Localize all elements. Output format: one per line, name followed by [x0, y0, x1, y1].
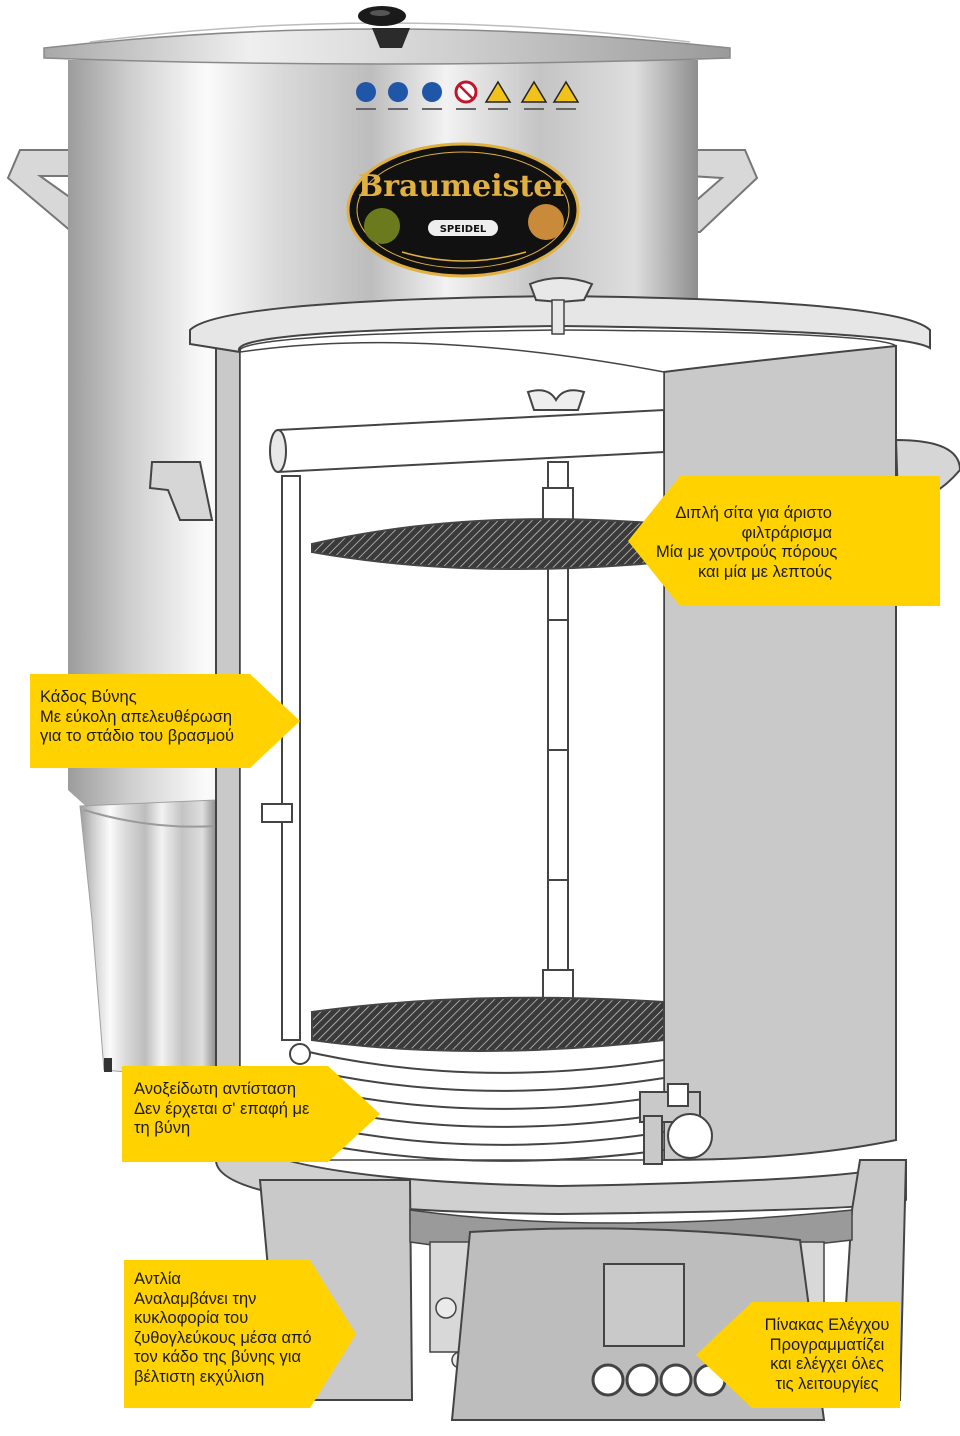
callout-arrow-pump	[124, 1260, 356, 1408]
callout-pump-line: ζυθογλεύκους μέσα από	[134, 1328, 312, 1347]
callout-panel-line: και ελέγχει όλες	[770, 1355, 884, 1373]
callout-heater-line: τη βύνη	[134, 1119, 191, 1137]
callout-kettle: Κάδος Βύνης Με εύκολη απελευθέρωση για τ…	[40, 688, 234, 747]
callout-pump-line: τον κάδο της βύνης για	[134, 1348, 301, 1366]
callout-kettle-line: Κάδος Βύνης	[40, 688, 137, 706]
callout-panel: Πίνακας Ελέγχου Προγραμματίζει και ελέγχ…	[738, 1316, 916, 1394]
callout-arrow-heater	[122, 1066, 380, 1162]
callout-panel-line: τις λειτουργίες	[775, 1374, 879, 1393]
warning-icon	[520, 80, 548, 103]
control-display	[603, 1263, 685, 1347]
callout-arrow-kettle	[30, 674, 300, 768]
callout-pump-line: κυκλοφορία του	[134, 1309, 249, 1327]
callout-shapes	[30, 476, 940, 1408]
control-button	[659, 1363, 693, 1397]
callout-pump-line: βέλτιστη εκχύλιση	[134, 1367, 265, 1386]
callout-heater: Ανοξείδωτη αντίσταση Δεν έρχεται σ' επαφ…	[134, 1080, 309, 1139]
control-button	[591, 1363, 625, 1397]
control-button	[625, 1363, 659, 1397]
logo-brand-text: Braumeister	[358, 169, 569, 204]
logo-sub-text: SPEIDEL	[440, 224, 487, 235]
callout-heater-line: Ανοξείδωτη αντίσταση	[134, 1080, 296, 1098]
callout-pump-line: Αντλία	[134, 1270, 181, 1288]
callout-panel-line: Πίνακας Ελέγχου	[764, 1316, 890, 1334]
goggles-icon	[422, 82, 442, 102]
warning-icon	[552, 80, 580, 103]
callout-sieve-line: και μία με λεπτούς	[697, 562, 832, 581]
warning-icon-row	[356, 80, 580, 110]
callout-arrow-panel	[696, 1302, 900, 1408]
callout-sieve-line: Διπλή σίτα για άριστο	[675, 504, 832, 522]
callout-arrow-sieve	[628, 476, 940, 606]
callout-kettle-line: Με εύκολη απελευθέρωση	[40, 707, 233, 726]
hot-surface-icon	[484, 80, 512, 103]
callout-pump: Αντλία Αναλαμβάνει την κυκλοφορία του ζυ…	[134, 1270, 312, 1387]
callout-panel-line: Προγραμματίζει	[769, 1335, 885, 1354]
callout-sieve-line: φιλτράρισμα	[741, 523, 832, 542]
callout-sieve-line: Μία με χοντρούς πόρους	[656, 543, 838, 561]
braumeister-logo: Braumeister SPEIDEL	[346, 142, 580, 278]
bottom-sieve	[311, 996, 665, 1052]
callout-sieve: Διπλή σίτα για άριστο φιλτράρισμα Μία με…	[656, 504, 838, 582]
info-icon	[356, 82, 376, 102]
callout-kettle-line: για το στάδιο του βρασμού	[40, 727, 235, 745]
glove-icon	[388, 82, 408, 102]
callout-heater-line: Δεν έρχεται σ' επαφή με	[134, 1099, 310, 1118]
callout-pump-line: Αναλαμβάνει την	[134, 1289, 257, 1308]
